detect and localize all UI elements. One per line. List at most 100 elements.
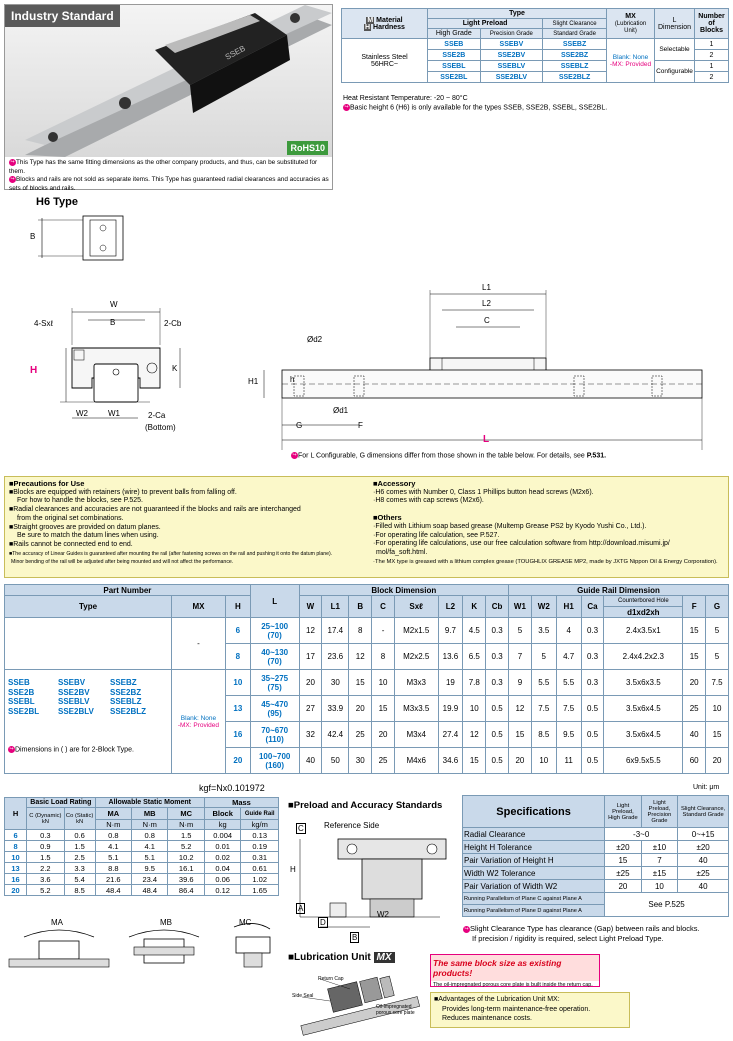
dim-l: L <box>483 434 490 445</box>
type-cell: SSEBL <box>427 60 481 72</box>
static-moment-header: Allowable Static Moment <box>94 797 205 808</box>
type-name: SSEB <box>8 678 30 687</box>
cell: 10 <box>462 695 487 722</box>
moment-diagrams <box>8 923 271 968</box>
precautions-title: ■Precautions for Use <box>9 479 85 488</box>
precaution-line: ■Rails cannot be connected end to end. <box>9 540 133 548</box>
dim-sx: 4-Sxℓ <box>34 319 54 328</box>
spec-value: 40 <box>677 853 729 867</box>
ref-icon: ↪ <box>9 159 16 166</box>
cell: 7.8 <box>462 669 487 696</box>
cell: 60 <box>682 747 707 774</box>
cell: 5.1 <box>94 851 133 863</box>
cell: 15 <box>682 643 707 670</box>
lub-unit-diagram <box>300 975 420 1036</box>
cell: 5 <box>705 643 729 670</box>
cell: 12 <box>462 721 487 748</box>
cell: 9 <box>508 669 532 696</box>
spec-value: 10 <box>640 879 679 893</box>
part-number-header: Part Number <box>4 584 251 596</box>
spec-value: ±10 <box>640 840 679 854</box>
cell: 10 <box>530 747 557 774</box>
spec-value: 0~+15 <box>677 827 729 841</box>
kg-unit: kg <box>203 819 242 830</box>
type-name: SSE2BZ <box>110 687 142 697</box>
cell: 48.4 <box>131 884 169 896</box>
rail-dim-header: Guide Rail Dimension <box>508 584 729 596</box>
cell: 39.6 <box>167 873 205 885</box>
col-header: W2 <box>530 595 557 618</box>
l-value: 45~470(95) <box>249 695 300 722</box>
oil-plate-label: Oil-impregnated porous core plate <box>376 1004 415 1016</box>
light-preload-header: Light Preload <box>426 18 544 29</box>
cell: 0.13 <box>240 829 279 841</box>
h-col: H <box>3 797 28 830</box>
cell: 7 <box>508 643 532 670</box>
cell: 7.5 <box>530 695 557 722</box>
nm-unit: N·m <box>94 819 133 830</box>
cell: 17.4 <box>321 617 350 644</box>
col-header: L1 <box>321 595 350 618</box>
cell: 0.61 <box>240 862 279 874</box>
h-value: 16 <box>3 873 28 885</box>
cell: 0.04 <box>203 862 242 874</box>
linear-guide-photo: SSEB <box>25 5 332 157</box>
cell: 8.5 <box>63 884 96 896</box>
precision-grade-header: Precision Grade <box>479 28 544 39</box>
dim-cb: 2-Cb <box>164 319 182 328</box>
cell: 8.8 <box>94 862 133 874</box>
col-header: W <box>298 595 323 618</box>
cell: 40 <box>298 747 323 774</box>
spec-title: Specifications <box>461 795 606 828</box>
plane-c-label: C <box>296 823 306 834</box>
plane-h-label: H <box>290 865 296 874</box>
cell: 5.4 <box>63 873 96 885</box>
cell: 15 <box>682 617 707 644</box>
type-name: SSEBLZ <box>110 697 142 706</box>
h6-title: H6 Type <box>36 196 78 208</box>
spec-col-slight: Slight Clearance, Standard Grade <box>677 795 729 828</box>
cell: M3x3.5 <box>393 695 439 722</box>
cell: 1.65 <box>240 884 279 896</box>
l-value: 40~130(70) <box>249 643 300 670</box>
type-cell: SSEBLZ <box>542 60 607 72</box>
preload-diagram <box>299 838 447 928</box>
cell: 5.5 <box>530 669 557 696</box>
col-header: L2 <box>437 595 464 618</box>
mc-label: MC <box>239 918 252 927</box>
dim-k: K <box>172 364 178 373</box>
cell: 7.5 <box>705 669 729 696</box>
spec-value: ±25 <box>604 866 642 880</box>
dim-b: B <box>110 318 116 327</box>
cell: 13.6 <box>437 643 464 670</box>
others-line: ·For operating life calculations, use ou… <box>373 540 670 548</box>
type-cell: SSE2B <box>427 49 481 61</box>
cell: 34.6 <box>437 747 464 774</box>
plane-d-label: D <box>318 917 328 928</box>
dim-h1: H1 <box>248 377 259 386</box>
cell: 12 <box>508 695 532 722</box>
cell: 15 <box>348 669 373 696</box>
mx-header: MX(Lubrication Unit) <box>606 8 655 39</box>
spec-label: Running Parallelism of Plane C against P… <box>461 892 606 905</box>
plane-b-label: B <box>350 932 360 943</box>
type-cell: SSE2BLV <box>479 71 544 83</box>
spec-col-precision: Light Preload, Precision Grade <box>640 795 679 828</box>
type-name: SSEBZ <box>110 678 137 687</box>
cell: 25 <box>348 721 373 748</box>
spec-label: Width W2 Tolerance <box>461 866 606 880</box>
cell: 0.5 <box>580 695 605 722</box>
precautions-left: ■Precautions for Use ■Blocks are equippe… <box>9 479 371 567</box>
cell: 1.02 <box>240 873 279 885</box>
cell: 16.1 <box>167 862 205 874</box>
rohs-badge: RoHS10 <box>287 141 328 155</box>
l-selectable: Selectable <box>654 38 695 61</box>
cell: 12 <box>348 643 373 670</box>
h-value: 8 <box>3 840 28 852</box>
dim-w2: W2 <box>76 409 88 418</box>
block-mass-header: Block <box>203 807 242 820</box>
cell: 15 <box>462 747 487 774</box>
